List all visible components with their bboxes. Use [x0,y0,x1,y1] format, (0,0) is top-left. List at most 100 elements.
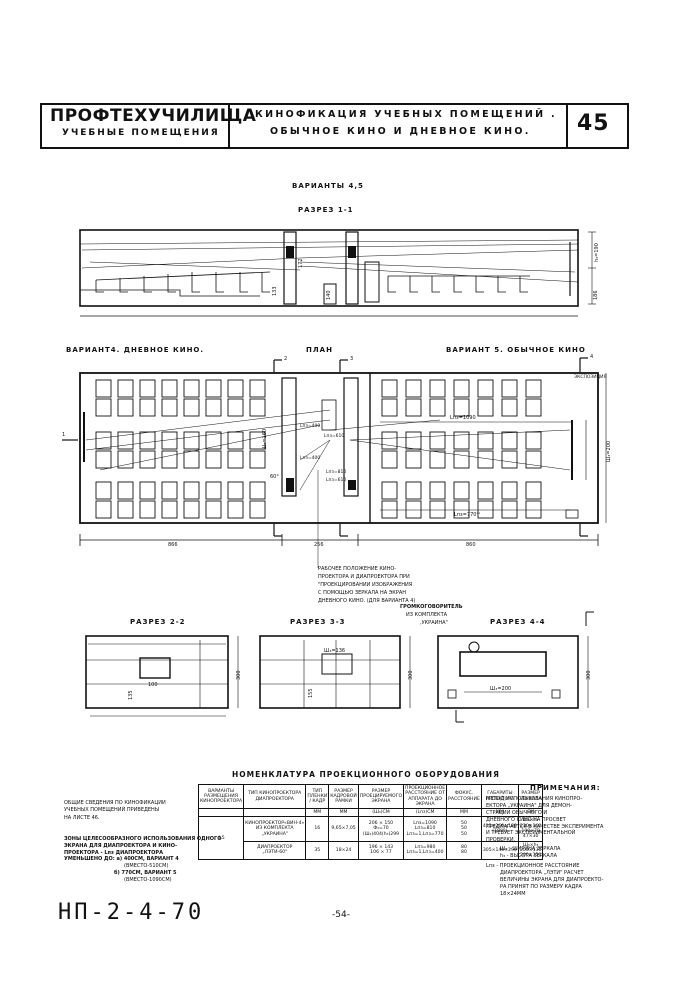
table-cell-line: Ф₃=70 [373,826,389,832]
table-cell: 206 × 150 Ф₃=70 (Ш₃)404(h₃)299 [357,816,405,842]
table-cell: Lпз=1090 Lпз=810 Lпз=1,Lпз=770 [403,816,448,842]
table-cell-line: 80 [461,850,467,856]
section-3-dim-155: 155 [308,688,314,698]
table-header: ТИП КИНОПРОЕКТОРА ДИАПРОЕКТОРА [243,783,307,810]
section-4-screen: Ш₃=200 [490,686,512,692]
right-note-line: ДНЕВНОГО КИНО НА ПРОСВЕТ [486,816,566,823]
desk [405,500,422,519]
plan-variant4-label: ВАРИАНТ4. ДНЕВНОЕ КИНО. [66,346,205,354]
plan-ann-2: Lпз=400 [300,456,321,461]
right-note-line: РА ПРИНЯТ ПО РАЗМЕРУ КАДРА [500,883,582,890]
desk [95,379,112,398]
plan-mark-4-top: 4 [590,354,594,360]
table-header: ВАРИАНТЫ РАЗМЕЩЕНИЯ КИНОПРОЕКТОРА [197,783,245,810]
desk [477,431,494,450]
table-cell-line: 47×30 [522,834,539,840]
table-cell-line: 206 × 150 [368,821,394,827]
table-cell-line: 200×150 [519,853,542,859]
left-notes: ОБЩИЕ СВЕДЕНИЯ ПО КИНОФИКАЦИИ УЧЕБНЫХ ПО… [64,800,166,822]
desk [501,500,518,519]
desk [161,398,178,417]
table-cell-line: 50 [461,826,467,832]
right-note-line: СТРАЦИИ ОБЫЧНОГО И [486,809,548,816]
desk [501,398,518,417]
table-unit: (Ш₃)СМ [357,808,405,818]
desk [205,431,222,450]
desk [405,398,422,417]
table-row: ДИАПРОЕКТОР „ЛЭТИ-60" 35 18×24 196 × 143… [199,840,544,861]
desk [205,450,222,469]
speaker-label-2: ИЗ КОМПЛЕКТА [406,612,448,618]
table-cell: КИНОПРОЕКТОР«ВИН-4» ИЗ КОМПЛЕКТА „УКРАИН… [243,816,307,842]
left-note-line: (ВМЕСТО-1090СМ) [124,876,172,883]
table-cell-line: 50 [461,831,467,837]
table-cell: 50 50 50 [446,816,482,842]
right-note-line: ПРОВЕРКИ. [486,837,516,844]
section-2-h300: 300 [236,670,242,680]
left-note-line: ЭКРАНА ДЛЯ ДИАПРОЕКТОРА И КИНО- [64,842,178,849]
desk [525,500,542,519]
variants-label: ВАРИАНТЫ 4,5 [292,182,364,190]
desk [227,379,244,398]
desk [183,500,200,519]
desk [161,379,178,398]
desk [139,450,156,469]
right-note-line: ПРЕДЛАГАЕТСЯ В КАЧЕСТВЕ ЭКСПЕРИМЕНТА [486,823,604,830]
section-2-dim-100: 100 [148,682,158,688]
desk [139,481,156,500]
desk [501,431,518,450]
desk [477,450,494,469]
desk [381,500,398,519]
header-right-cell [566,103,629,149]
desk [139,431,156,450]
plan-mark-2-top: 2 [284,356,288,362]
callout-line-4: С ПОМОЩЬЮ ЗЕРКАЛА НА ЭКРАН [318,590,407,596]
desk [501,379,518,398]
desk [249,398,266,417]
table-header: ТИП ПЛЕНКИ / КАДР [305,783,330,810]
desk [525,431,542,450]
desk [525,398,542,417]
desk [525,481,542,500]
desk [205,500,222,519]
desk [95,481,112,500]
desk [227,481,244,500]
table-cell: 415×260×180 (1000) [480,816,519,842]
plan-ann-4: Lпз=810 [326,470,347,475]
page-title: ПРОФТЕХУЧИЛИЩА [50,106,257,126]
table-header: ГАБАРИТЫ ПРОЕКТОРА [480,783,519,810]
plan-variant5-label: ВАРИАНТ 5. ОБЫЧНОЕ КИНО [446,346,586,354]
plan-ann-5: Lпз=610 [326,478,347,483]
sheet-number: 45 [577,111,610,136]
desk [453,481,470,500]
desk [249,450,266,469]
right-note-line: ВЕЛИЧИНЫ ЭКРАНА ДЛЯ ДИАПРОЕКТО- [500,876,604,883]
desk [161,481,178,500]
desk [429,500,446,519]
table-cell-line: 50 [461,821,467,827]
desk [405,481,422,500]
table-cell-line: 196 × 143 [368,845,394,851]
plan-corner-label: ЭКСПОЗИЦИЯ [574,375,607,380]
plan-lp-bottom: Lпз=770⁴ˢ [454,512,481,518]
section-2-dim-135: 135 [128,690,134,700]
desk [501,450,518,469]
left-note-line: (ВМЕСТО-510СМ) [124,863,169,869]
plan-lp-right: Lпз=1090 [450,415,476,421]
table-cell-line: Lпз=1,Lпз=400 [406,850,444,856]
page-subtitle: УЧЕБНЫЕ ПОМЕЩЕНИЯ [62,128,220,138]
desk [405,450,422,469]
desk [429,450,446,469]
table-header-row: ВАРИАНТЫ РАЗМЕЩЕНИЯ КИНОПРОЕКТОРА ТИП КИ… [197,783,544,810]
section-4-title: РАЗРЕЗ 4-4 [490,618,546,626]
table-cell-line: Lпз=980 [414,845,436,851]
plan-mark-3-top: 3 [350,356,354,362]
desk [183,431,200,450]
desk [227,398,244,417]
right-note-line: МЕТОД ИСПОЛЬЗОВАНИЯ КИНОПРО- [486,796,583,802]
table-cell: 35 [305,840,330,861]
desk [249,481,266,500]
callout-line-5: ДНЕВНОГО КИНО. (ДЛЯ ВАРИАНТА 4) [318,598,416,604]
plan-dim-right: 860 [466,542,476,548]
